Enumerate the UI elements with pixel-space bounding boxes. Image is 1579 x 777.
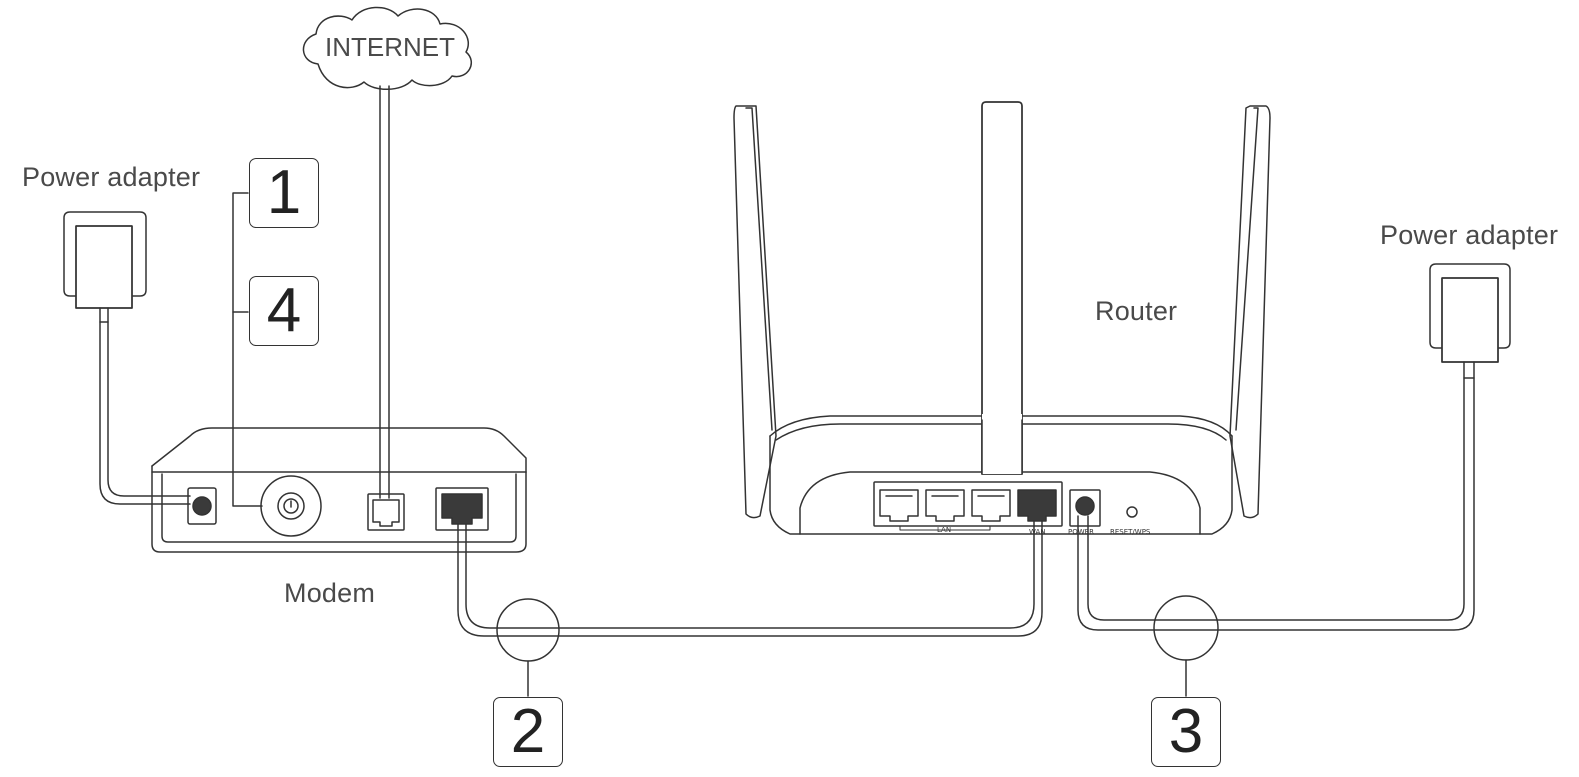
router-power-label: POWER <box>1068 528 1094 536</box>
modem-dsl-port <box>367 493 405 531</box>
power-cable-right <box>1077 377 1475 631</box>
router-lan-port-3 <box>971 489 1011 522</box>
step-3-badge: 3 <box>1151 697 1221 767</box>
router-reset-label: RESET/WPS <box>1110 528 1151 536</box>
router-antenna-left <box>733 105 777 519</box>
power-adapter-right-icon <box>1429 263 1511 379</box>
router-wan-port <box>1017 489 1057 522</box>
power-adapter-left-icon <box>63 211 147 323</box>
router-body <box>769 414 1233 535</box>
internet-cloud-icon <box>302 6 472 90</box>
modem-power-button-icon <box>260 475 322 537</box>
step-2-badge: 2 <box>493 697 563 767</box>
router-lan-port-1 <box>879 489 919 522</box>
step-bracket <box>232 192 263 507</box>
modem-label: Modem <box>284 578 376 608</box>
router-label: Router <box>1095 296 1178 326</box>
router-antenna-right <box>1229 105 1271 519</box>
modem-body <box>151 427 527 553</box>
step3-callout <box>1153 595 1219 697</box>
router-lan-port-2 <box>925 489 965 522</box>
power-adapter-left-label: Power adapter <box>22 162 201 192</box>
router-lan-label: LAN <box>937 526 952 534</box>
router-port-panel <box>873 481 1063 531</box>
step2-callout <box>496 598 560 697</box>
modem-power-port <box>187 487 217 525</box>
power-cable-left <box>99 321 191 505</box>
step-1-badge: 1 <box>249 158 319 228</box>
internet-label: INTERNET <box>325 32 455 62</box>
step-4-badge: 4 <box>249 276 319 346</box>
router-antenna-center <box>981 101 1023 475</box>
internet-cable <box>379 85 390 499</box>
router-power-port <box>1069 489 1101 527</box>
power-adapter-right-label: Power adapter <box>1380 220 1559 250</box>
ethernet-cable <box>457 515 1043 637</box>
modem-ethernet-port <box>435 487 489 531</box>
router-reset-button <box>1126 506 1138 518</box>
router-wan-label: WAN <box>1029 528 1046 536</box>
